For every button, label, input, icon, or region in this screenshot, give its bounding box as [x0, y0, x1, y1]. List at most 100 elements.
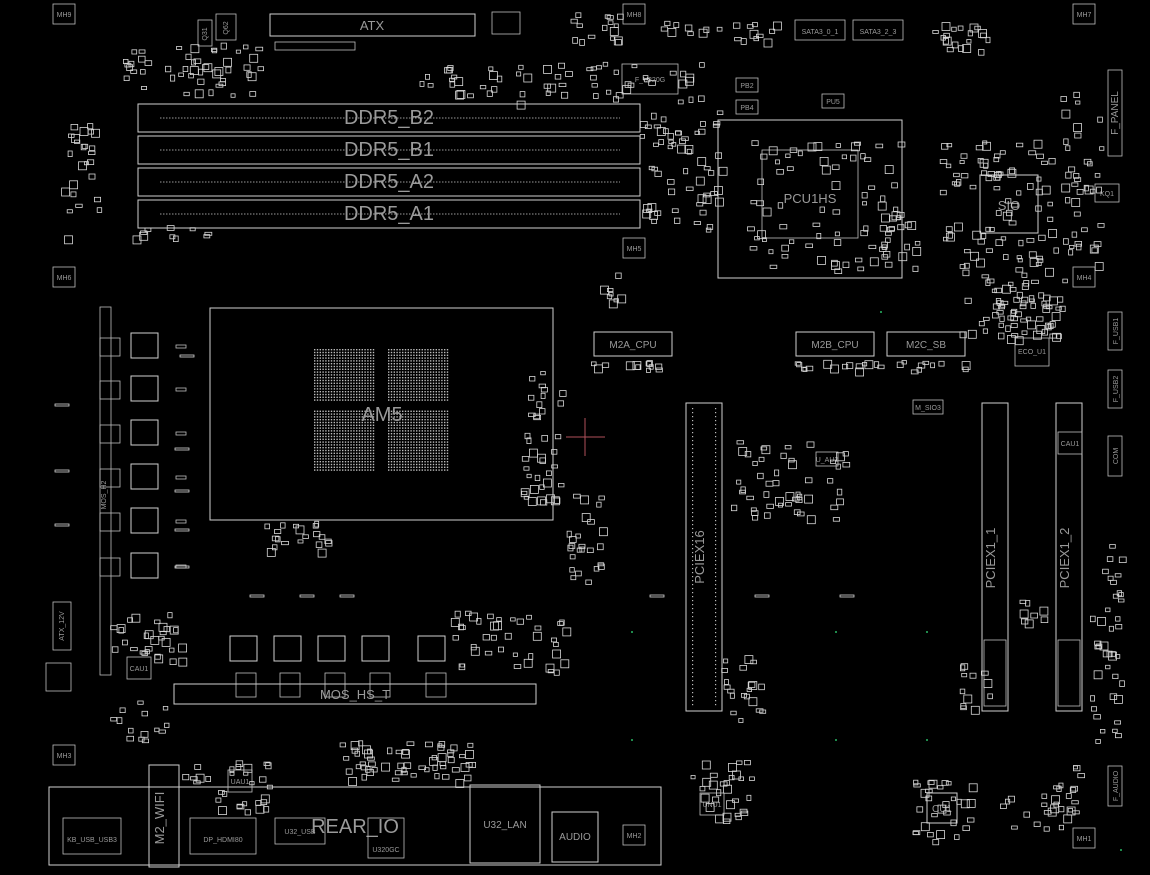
pciex1-2-slot[interactable]: PCIEX1_2	[1055, 402, 1083, 712]
f-usb1-header[interactable]: F_USB1	[1107, 311, 1123, 351]
f-usb2-header[interactable]: F_USB2	[1107, 369, 1123, 409]
smd-part	[802, 367, 808, 372]
smd-part	[579, 39, 585, 46]
smd-part	[615, 92, 624, 99]
socket-pin	[404, 444, 407, 446]
smd-part	[830, 504, 839, 511]
socket-pin	[333, 368, 335, 370]
smd-part	[653, 142, 659, 147]
f-audio-header[interactable]: F_AUDIO	[1107, 765, 1123, 807]
socket-pin	[444, 444, 446, 446]
socket-pin	[444, 368, 446, 370]
sata-port-0-1[interactable]: SATA3_0_1	[794, 19, 846, 41]
audio-jack[interactable]: AUDIO	[551, 811, 599, 863]
smd-part	[739, 489, 746, 495]
slot-pin	[715, 480, 717, 482]
socket-pin	[350, 435, 352, 438]
socket-pin	[421, 421, 423, 424]
socket-pin	[441, 382, 443, 384]
socket-pin	[393, 388, 395, 390]
socket-pin	[370, 410, 372, 412]
svg-text:MH8: MH8	[627, 12, 642, 19]
socket-pin	[388, 368, 390, 370]
smd-part	[367, 756, 375, 761]
socket-pin	[370, 349, 372, 351]
socket-pin	[339, 413, 341, 415]
smd-part	[968, 783, 978, 793]
socket-pin	[413, 449, 415, 452]
pciex16-slot[interactable]: PCIEX16	[685, 402, 723, 712]
smd-part	[1016, 190, 1022, 196]
u32-lan-port[interactable]: U32_LAN	[469, 784, 541, 864]
dimm-slot-ddr5-a1[interactable]: DDR5_A1	[137, 199, 641, 229]
smd-part	[87, 129, 94, 135]
com-header[interactable]: COM	[1107, 435, 1123, 477]
socket-pin	[325, 421, 327, 424]
pch-chip[interactable]: PCU1HS	[717, 119, 903, 279]
smd-part	[727, 688, 735, 694]
socket-pin	[413, 458, 415, 460]
socket-pin	[388, 466, 390, 468]
socket-pin	[390, 357, 393, 359]
smd-part	[144, 227, 152, 232]
smd-part	[538, 383, 546, 389]
m2-wifi-slot[interactable]: M2_WIFI	[148, 764, 180, 868]
m2b-cpu-slot[interactable]: M2B_CPU	[795, 331, 875, 357]
socket-pin	[367, 419, 369, 421]
smd-part	[667, 133, 674, 140]
atx-12v-connector[interactable]: ATX_12V	[52, 601, 72, 651]
socket-pin	[427, 435, 429, 438]
socket-pin	[322, 371, 324, 373]
usb-c-port[interactable]: U320GC	[367, 817, 405, 859]
socket-pin	[336, 365, 338, 368]
socket-pin	[316, 421, 319, 424]
socket-pin	[344, 463, 347, 466]
smd-part	[842, 451, 849, 457]
m2a-cpu-slot[interactable]: M2A_CPU	[593, 331, 673, 357]
smd-part	[966, 39, 972, 44]
socket-pin	[339, 424, 341, 426]
pciex1-1-slot[interactable]: PCIEX1_1	[981, 402, 1009, 712]
socket-pin	[322, 357, 324, 359]
dimm-slot-ddr5-b2[interactable]: DDR5_B2	[137, 103, 641, 133]
socket-pin	[364, 463, 366, 466]
sio-chip[interactable]: SIO	[979, 174, 1039, 234]
dp-hdmi-port[interactable]: DP_HDMI80	[189, 817, 257, 855]
smd-part	[823, 359, 833, 369]
socket-pin	[372, 357, 375, 359]
svg-text:M2C_SB: M2C_SB	[906, 340, 946, 351]
kb-usb-port[interactable]: KB_USB_USB3	[62, 817, 122, 855]
dimm-slot-ddr5-a2[interactable]: DDR5_A2	[137, 167, 641, 197]
f-panel-header[interactable]: F_PANEL	[1107, 69, 1123, 157]
smd-part	[87, 123, 94, 130]
socket-pin	[424, 377, 426, 379]
socket-pin	[328, 416, 330, 418]
u32-usb-port[interactable]: U32_USB	[274, 817, 326, 845]
socket-pin	[438, 351, 440, 354]
socket-pin	[336, 410, 338, 412]
sata-port-2-3[interactable]: SATA3_2_3	[852, 19, 904, 41]
smd-part	[648, 364, 654, 370]
socket-pin	[413, 416, 415, 418]
socket-pin	[330, 360, 333, 362]
slot-pin	[715, 408, 717, 410]
smd-part	[551, 496, 560, 506]
slot-pin	[692, 560, 694, 562]
socket-pin	[361, 421, 363, 424]
socket-pin	[336, 455, 338, 457]
slot-pin	[715, 596, 717, 598]
socket-pin	[342, 461, 344, 463]
dimm-slot-ddr5-b1[interactable]: DDR5_B1	[137, 135, 641, 165]
socket-pin	[344, 413, 347, 415]
socket-pin	[356, 413, 358, 415]
socket-pin	[330, 447, 333, 449]
socket-pin	[402, 374, 404, 376]
socket-pin	[427, 452, 429, 454]
socket-pin	[330, 410, 333, 412]
cpu-socket-am5[interactable]: AM5	[209, 307, 554, 521]
socket-pin	[316, 449, 319, 452]
smd-part	[640, 121, 648, 128]
svg-text:U320GC: U320GC	[372, 847, 399, 854]
m2c-sb-slot[interactable]: M2C_SB	[886, 331, 966, 357]
atx-connector[interactable]: ATX	[269, 13, 476, 37]
